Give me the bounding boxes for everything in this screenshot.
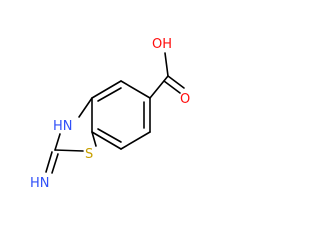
bond-c2-imine-a xyxy=(45,151,53,173)
bond-c7-c7a-inner xyxy=(97,128,122,143)
bond-c3a-c4-inner xyxy=(97,87,122,102)
bond-carboxyl-c-o-a xyxy=(167,75,185,89)
bond-s1-c7a xyxy=(91,131,97,147)
bond-c7-c7a xyxy=(91,131,122,150)
molecule-diagram: OH O HN S HN xyxy=(30,37,190,191)
bond-carboxyl-c-oh xyxy=(164,52,169,77)
imine-bond xyxy=(45,151,59,174)
bond-c2-imine-b xyxy=(51,153,59,174)
benzene-ring-bonds xyxy=(91,80,151,150)
bond-c2-s1 xyxy=(54,149,84,152)
bond-c5-carboxyl-c xyxy=(149,75,169,99)
bond-carboxyl-c-o-b xyxy=(163,80,181,94)
thiazole-ring-bonds xyxy=(54,97,97,152)
bond-c6-c7 xyxy=(120,131,151,150)
ring-nh-label: HN xyxy=(53,119,73,134)
bond-c3a-c4 xyxy=(91,80,122,99)
ring-s-label: S xyxy=(85,147,93,162)
bond-n3-c2 xyxy=(54,133,61,151)
bond-c4-c5 xyxy=(120,80,151,99)
bond-c3a-n3 xyxy=(78,97,93,118)
carboxyl-oh-label: OH xyxy=(152,37,172,52)
imine-nh-label: HN xyxy=(30,176,50,191)
carbonyl-o-label: O xyxy=(180,92,190,107)
carboxyl-bonds xyxy=(149,52,185,99)
